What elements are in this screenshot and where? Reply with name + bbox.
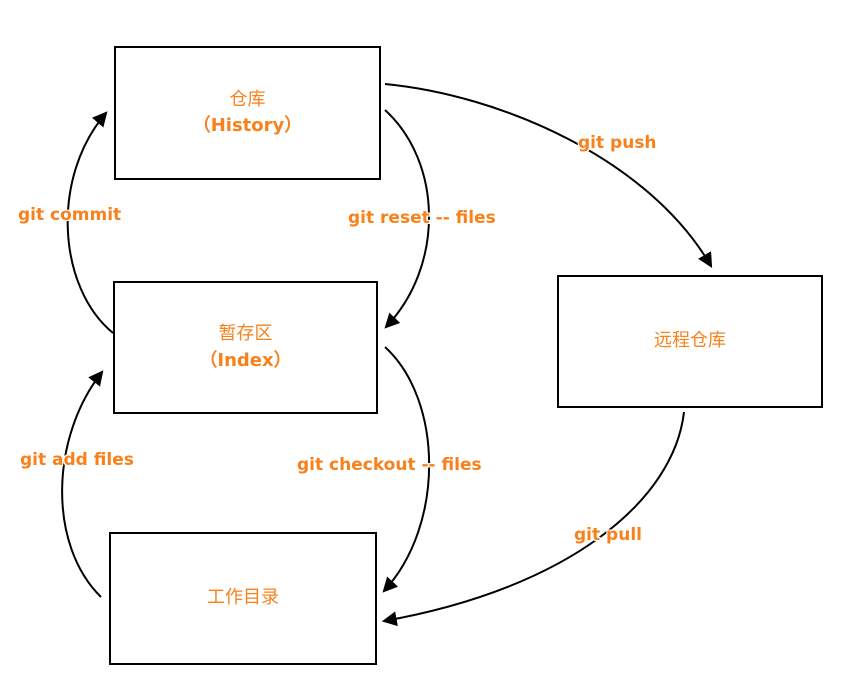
- node-index-title: 暂存区: [218, 323, 273, 345]
- edge-label-git-push: git push: [578, 133, 657, 153]
- edge-label-git-checkout: git checkout -- files: [297, 455, 482, 475]
- edge-label-git-commit: git commit: [18, 205, 122, 225]
- node-remote-repo: 远程仓库: [557, 275, 823, 408]
- node-staging-area: 暂存区 （Index）: [113, 281, 378, 414]
- arrow-git-pull: [381, 411, 685, 627]
- arrow-git-push: [384, 83, 713, 268]
- node-history-repo: 仓库 （History）: [114, 46, 381, 180]
- arrow-git-reset: [384, 109, 430, 329]
- edge-label-git-add: git add files: [20, 450, 134, 470]
- edge-label-git-pull: git pull: [574, 525, 642, 545]
- edge-label-git-reset: git reset -- files: [348, 208, 496, 228]
- arrow-git-checkout: [382, 346, 431, 593]
- node-history-subtitle: （History）: [192, 115, 303, 136]
- arrow-git-commit: [66, 111, 114, 334]
- node-working-directory: 工作目录: [109, 532, 377, 665]
- node-workdir-title: 工作目录: [207, 587, 279, 609]
- node-history-title: 仓库: [229, 88, 266, 110]
- node-remote-title: 远程仓库: [654, 330, 726, 352]
- arrow-git-add: [61, 370, 104, 598]
- node-index-subtitle: （Index）: [199, 349, 292, 371]
